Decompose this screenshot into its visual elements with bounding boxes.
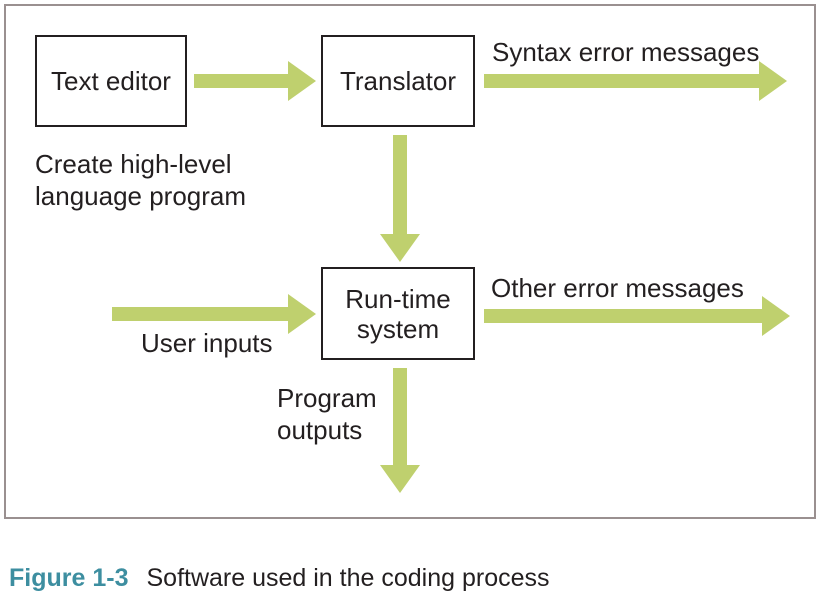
user-inputs-label: User inputs [141,328,273,358]
program-outputs-label: Program outputs [277,382,377,446]
arrow-runtime-to-program-outputs [380,368,420,493]
program-line-2: outputs [277,415,363,445]
text-editor-label: Text editor [51,66,171,96]
syntax-error-messages-label: Syntax error messages [492,37,760,67]
diagram-frame [4,4,816,519]
other-error-messages-label: Other error messages [491,273,744,303]
arrow-user-inputs-to-runtime [112,294,316,334]
runtime-line-1: Run-time [345,283,451,314]
runtime-line-2: system [356,313,440,344]
translator-box: Translator [321,35,475,127]
figure-caption: Figure 1-3 Software used in the coding pr… [9,563,550,593]
create-program-label: Create high-level language program [35,148,246,212]
create-line-2: language program [35,181,247,211]
arrow-translator-to-syntax-errors [484,61,787,101]
program-line-1: Program [277,383,377,413]
arrow-translator-to-runtime [380,135,420,262]
text-editor-box: Text editor [35,35,187,127]
create-line-1: Create high-level [35,149,232,179]
arrow-editor-to-translator [194,61,316,101]
arrow-runtime-to-other-errors [484,296,790,336]
runtime-system-label: Run-time system [345,284,450,344]
figure-number: Figure 1-3 [9,564,129,592]
translator-label: Translator [339,66,457,96]
runtime-system-box: Run-time system [321,267,475,360]
figure-caption-text: Software used in the coding process [146,564,550,592]
